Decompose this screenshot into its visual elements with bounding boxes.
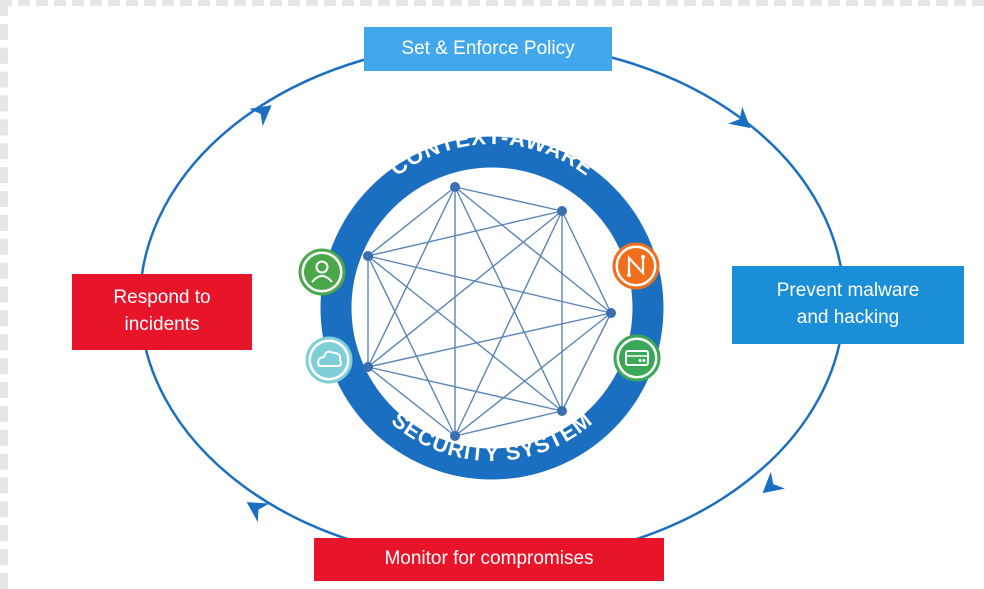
mesh-link: [454, 312, 612, 437]
prevent-malware-label: Prevent malware and hacking: [732, 266, 964, 344]
mesh-link: [367, 210, 563, 368]
cycle-arrows: [246, 105, 785, 523]
mesh-link: [561, 210, 612, 314]
mesh-node: [450, 182, 460, 192]
mesh-node: [363, 251, 373, 261]
respond-incidents-label: Respond to incidents: [72, 274, 252, 350]
mesh-link: [454, 186, 563, 412]
mesh-link: [367, 366, 563, 412]
device-icon: [613, 334, 661, 382]
mesh-link: [561, 312, 612, 412]
arrow-bottom-right-icon: [762, 471, 785, 494]
mesh-link: [367, 255, 563, 412]
set-enforce-policy-label: Set & Enforce Policy: [364, 27, 612, 71]
context-aware-ring: [320, 136, 664, 480]
mesh-node: [606, 308, 616, 318]
mesh-link: [367, 312, 612, 368]
monitor-compromises-label: Monitor for compromises: [314, 538, 664, 581]
user-icon: [298, 248, 346, 296]
mesh-link: [454, 186, 612, 314]
mesh-link: [367, 255, 612, 314]
monitor-compromises-text: Monitor for compromises: [384, 548, 594, 570]
arrow-top-left-icon: [249, 105, 272, 127]
mesh-node: [557, 206, 567, 216]
mesh-link: [367, 366, 456, 437]
respond-incidents-text: Respond to incidents: [113, 287, 211, 335]
mesh-link: [367, 186, 456, 257]
prevent-malware-text: Prevent malware and hacking: [776, 280, 920, 328]
mesh-link: [367, 186, 456, 368]
mesh-link: [454, 210, 563, 437]
mesh-link: [454, 186, 563, 212]
arrow-bottom-left-icon: [246, 502, 270, 523]
mesh-link: [367, 210, 563, 257]
mesh-nodes: [363, 182, 616, 441]
mesh-node: [557, 406, 567, 416]
arrow-top-right-icon: [728, 106, 751, 129]
mesh-link: [367, 255, 456, 437]
mesh-node: [450, 431, 460, 441]
network-node-icon: [612, 242, 660, 290]
mesh-node: [363, 362, 373, 372]
mesh-lines: [367, 186, 612, 437]
mesh-link: [454, 410, 563, 437]
set-enforce-policy-text: Set & Enforce Policy: [401, 37, 575, 59]
cloud-icon: [305, 336, 353, 384]
